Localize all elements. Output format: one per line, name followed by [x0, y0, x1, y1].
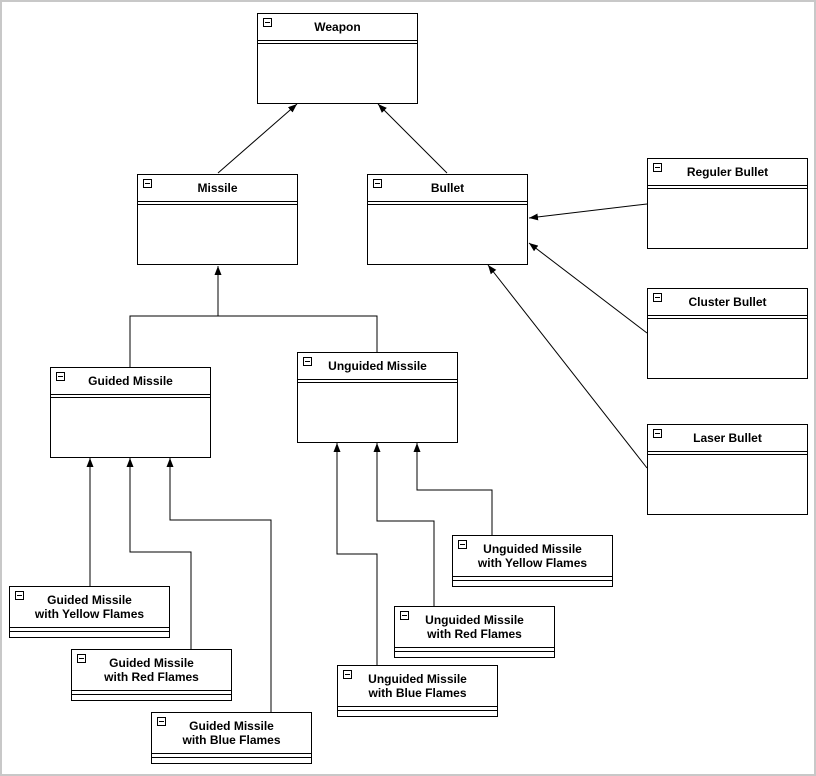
edge-unguided-yellow-unguided[interactable]: [413, 443, 493, 535]
compartment-divider: [338, 706, 497, 707]
compartment-divider: [648, 454, 807, 455]
compartment-divider: [338, 710, 497, 711]
class-title-unguided-yellow: Unguided Missile with Yellow Flames: [477, 542, 588, 570]
class-title-bullet: Bullet: [430, 181, 465, 195]
class-title-cluster-bullet: Cluster Bullet: [688, 295, 767, 309]
class-weapon[interactable]: Weapon: [257, 13, 418, 104]
compartment-divider: [453, 576, 612, 577]
collapse-icon[interactable]: [458, 540, 467, 549]
class-unguided-missile[interactable]: Unguided Missile: [297, 352, 458, 443]
compartment-divider: [51, 394, 210, 395]
class-unguided-missile-blue-flames[interactable]: Unguided Missile with Blue Flames: [337, 665, 498, 717]
edge-guided-missile-missile[interactable]: [129, 266, 222, 367]
compartment-divider: [648, 318, 807, 319]
edge-unguided-red-unguided[interactable]: [373, 443, 435, 606]
edge-guided-red-guided[interactable]: [126, 458, 192, 649]
collapse-icon[interactable]: [77, 654, 86, 663]
edge-unguided-missile-missile[interactable]: [218, 315, 378, 352]
collapse-icon[interactable]: [400, 611, 409, 620]
class-title-unguided-missile: Unguided Missile: [328, 359, 427, 373]
compartment-divider: [648, 188, 807, 189]
compartment-divider: [152, 757, 311, 758]
collapse-icon[interactable]: [263, 18, 272, 27]
class-unguided-missile-yellow-flames[interactable]: Unguided Missile with Yellow Flames: [452, 535, 613, 587]
collapse-icon[interactable]: [15, 591, 24, 600]
compartment-divider: [368, 204, 527, 205]
class-missile[interactable]: Missile: [137, 174, 298, 265]
class-laser-bullet[interactable]: Laser Bullet: [647, 424, 808, 515]
class-title-guided-missile: Guided Missile: [88, 374, 173, 388]
compartment-divider: [10, 631, 169, 632]
compartment-divider: [138, 204, 297, 205]
edge-missile-weapon[interactable]: [217, 103, 298, 174]
class-cluster-bullet[interactable]: Cluster Bullet: [647, 288, 808, 379]
compartment-divider: [10, 627, 169, 628]
collapse-icon[interactable]: [653, 429, 662, 438]
edge-unguided-blue-unguided[interactable]: [333, 443, 378, 665]
collapse-icon[interactable]: [157, 717, 166, 726]
compartment-divider: [453, 580, 612, 581]
compartment-divider: [298, 379, 457, 380]
compartment-divider: [258, 40, 417, 41]
class-title-missile: Missile: [197, 181, 238, 195]
edge-reguler-bullet-bullet[interactable]: [528, 203, 648, 221]
collapse-icon[interactable]: [653, 293, 662, 302]
edge-cluster-bullet-bullet[interactable]: [528, 242, 648, 334]
collapse-icon[interactable]: [303, 357, 312, 366]
collapse-icon[interactable]: [373, 179, 382, 188]
class-title-unguided-red: Unguided Missile with Red Flames: [425, 613, 524, 641]
compartment-divider: [51, 397, 210, 398]
edge-bullet-weapon[interactable]: [377, 103, 448, 174]
class-guided-missile-blue-flames[interactable]: Guided Missile with Blue Flames: [151, 712, 312, 764]
class-title-guided-red: Guided Missile with Red Flames: [104, 656, 199, 684]
compartment-divider: [648, 451, 807, 452]
edge-laser-bullet-bullet[interactable]: [487, 264, 648, 469]
class-title-guided-yellow: Guided Missile with Yellow Flames: [34, 593, 145, 621]
class-bullet[interactable]: Bullet: [367, 174, 528, 265]
class-guided-missile[interactable]: Guided Missile: [50, 367, 211, 458]
compartment-divider: [258, 43, 417, 44]
collapse-icon[interactable]: [653, 163, 662, 172]
class-title-laser-bullet: Laser Bullet: [693, 431, 762, 445]
compartment-divider: [72, 690, 231, 691]
compartment-divider: [648, 185, 807, 186]
class-unguided-missile-red-flames[interactable]: Unguided Missile with Red Flames: [394, 606, 555, 658]
compartment-divider: [395, 651, 554, 652]
class-title-reguler-bullet: Reguler Bullet: [686, 165, 769, 179]
class-title-weapon: Weapon: [314, 20, 361, 34]
class-reguler-bullet[interactable]: Reguler Bullet: [647, 158, 808, 249]
class-guided-missile-red-flames[interactable]: Guided Missile with Red Flames: [71, 649, 232, 701]
compartment-divider: [138, 201, 297, 202]
compartment-divider: [72, 694, 231, 695]
class-guided-missile-yellow-flames[interactable]: Guided Missile with Yellow Flames: [9, 586, 170, 638]
compartment-divider: [395, 647, 554, 648]
class-title-unguided-blue: Unguided Missile with Blue Flames: [368, 672, 467, 700]
compartment-divider: [648, 315, 807, 316]
collapse-icon[interactable]: [343, 670, 352, 679]
edge-guided-blue-guided[interactable]: [166, 458, 272, 712]
collapse-icon[interactable]: [143, 179, 152, 188]
class-title-guided-blue: Guided Missile with Blue Flames: [182, 719, 281, 747]
compartment-divider: [152, 753, 311, 754]
collapse-icon[interactable]: [56, 372, 65, 381]
compartment-divider: [368, 201, 527, 202]
compartment-divider: [298, 382, 457, 383]
